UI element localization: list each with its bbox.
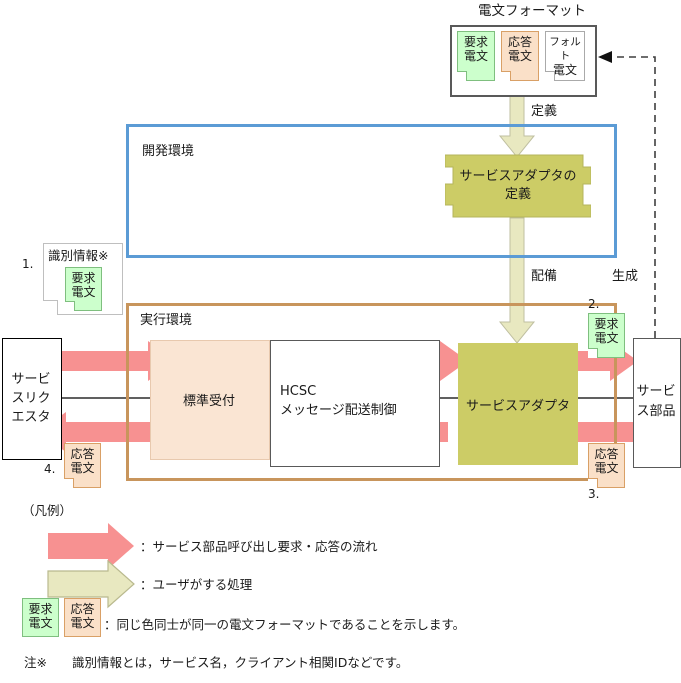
standard-reception-label: 標準受付 [182,393,235,409]
format-card-fault-line1: フォルト [549,36,581,62]
service-requester-label-line2: スリク [11,390,51,406]
step4-response-card-line2: 電文 [70,461,95,475]
legend-heading: （凡例） [22,503,73,518]
hcsc-message-delivery-box [270,340,440,467]
format-card-response-line2: 電文 [507,49,532,63]
step3-response-card: 応答 電文 [588,443,625,488]
format-card-response-line1: 応答 [507,35,532,49]
step-number-4: 4. [44,462,56,476]
footnote-text: 識別情報とは，サービス名，クライアント相関IDなどです。 [72,655,409,670]
standard-reception-box [150,340,270,460]
generate-dashed-connector [598,51,656,338]
service-requester-label-line1: サービ [11,371,51,387]
legend-pink-arrow-sample [48,523,134,569]
page-fold-icon [65,301,75,311]
generate-arrow-label: 生成 [612,269,639,284]
step4-response-card-line1: 応答 [70,447,95,461]
page-fold-icon [457,71,467,81]
define-arrow-label: 定義 [531,104,558,119]
page-fold-icon [64,478,74,488]
format-card-request: 要求 電文 [457,31,495,81]
format-box-title: 電文フォーマット [478,3,586,19]
identification-info-title: 識別情報※ [48,248,109,263]
identification-request-card: 要求 電文 [65,267,102,311]
page-fold-icon [545,71,555,81]
legend-item-1-text: ：サービス部品呼び出し要求・応答の流れ [140,539,378,554]
page-fold-icon [43,300,58,315]
service-component-label-wrap: サービ ス部品 [633,338,679,466]
format-card-fault-line2: 電文 [552,63,577,77]
service-component-box [633,338,681,468]
step3-response-card-line1: 応答 [594,447,619,461]
legend-card-request-line2: 電文 [28,616,53,630]
service-component-label-line2: ス部品 [636,404,676,419]
page-fold-icon [588,478,598,488]
page-fold-icon [588,348,598,358]
footnote-marker: 注※ [24,655,47,670]
development-environment-label: 開発環境 [142,144,195,159]
service-requester-label-wrap: サービ スリク エスタ [2,338,60,458]
development-environment-box [126,124,617,258]
legend-card-request-line1: 要求 [28,602,53,616]
adapter-definition-label-wrap: サービスアダプタの 定義 [445,152,591,220]
identification-request-card-line1: 要求 [71,271,96,285]
hcsc-label-line1: HCSC [280,384,317,399]
legend-item-3-text: ：同じ色同士が同一の電文フォーマットであることを示します。 [104,617,466,632]
format-card-response: 応答 電文 [501,31,539,81]
adapter-definition-label-line1: サービスアダプタの [459,169,577,184]
format-card-request-line1: 要求 [463,35,488,49]
format-card-fault: フォルト 電文 [545,31,585,81]
step-number-2: 2. [588,297,600,311]
runtime-environment-label: 実行環境 [140,313,193,328]
hcsc-label-line2: メッセージ配送制御 [280,403,397,418]
service-requester-label-line3: エスタ [11,409,51,425]
page-fold-icon [501,71,511,81]
service-component-label-line1: サービ [636,384,676,399]
legend-card-response: 応答 電文 [64,598,101,637]
format-card-request-line2: 電文 [463,49,488,63]
service-adapter-box [458,343,578,465]
adapter-definition-label-line2: 定義 [504,187,531,202]
runtime-environment-box [126,303,617,481]
legend-olive-arrow-sample [47,559,135,609]
step2-request-card-line1: 要求 [594,317,619,331]
step2-request-card: 要求 電文 [588,313,625,358]
step-number-1: 1. [22,257,34,271]
step4-response-card: 応答 電文 [64,443,101,488]
step3-response-card-line2: 電文 [594,461,619,475]
step-number-3: 3. [588,487,600,501]
service-adapter-label: サービスアダプタ [465,398,570,414]
legend-card-response-line1: 応答 [70,602,95,616]
service-requester-box [2,338,62,460]
legend-card-response-line2: 電文 [70,616,95,630]
deploy-olive-arrow [498,217,536,344]
identification-request-card-line2: 電文 [71,285,96,299]
adapter-definition-shape [445,154,591,218]
deploy-arrow-label: 配備 [531,269,558,284]
legend-card-request: 要求 電文 [22,598,59,637]
step2-request-card-line2: 電文 [594,331,619,345]
legend-item-2-text: ：ユーザがする処理 [140,577,253,592]
